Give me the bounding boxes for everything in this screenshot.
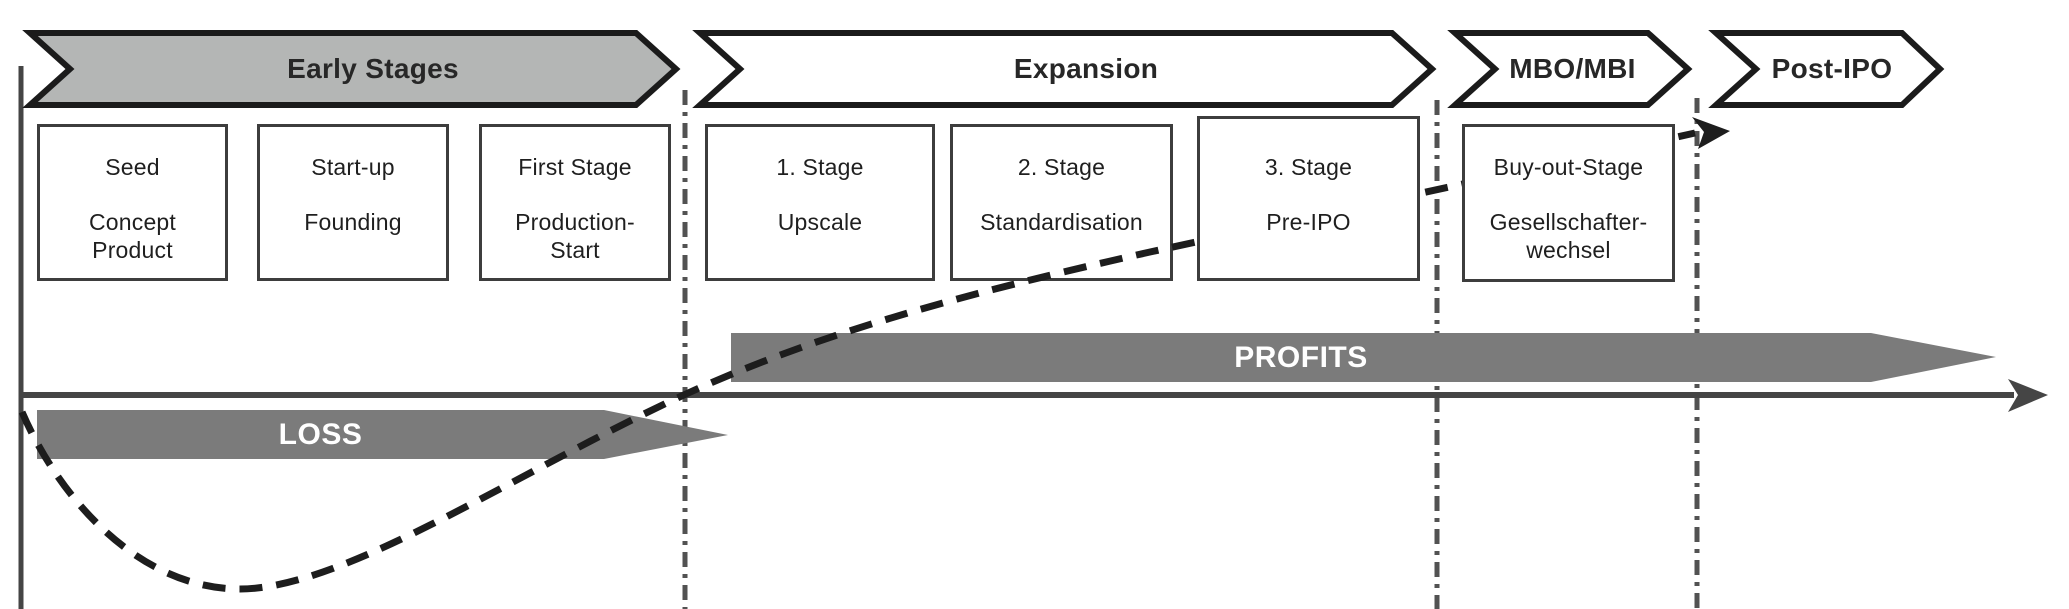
phase-label-expansion: Expansion <box>1013 53 1159 84</box>
phase-label-post-ipo: Post-IPO <box>1771 53 1893 84</box>
stage-title: 1. Stage <box>776 154 864 180</box>
phase-label-mbo-mbi: MBO/MBI <box>1509 53 1636 84</box>
stage-title: Seed <box>105 154 160 180</box>
loss-bar-label: LOSS <box>278 417 363 451</box>
stage-subtitle: Standardisation <box>980 209 1143 235</box>
stage-box-1-stage: 1. Stage Upscale <box>705 124 935 281</box>
phase-label-early-stages: Early Stages <box>287 53 459 84</box>
stage-title: 3. Stage <box>1264 154 1353 180</box>
stage-subtitle: Upscale <box>777 209 863 235</box>
stage-box-buy-out: Buy-out-Stage Gesellschafter- wechsel <box>1462 124 1675 282</box>
stage-title: First Stage <box>518 154 632 180</box>
stage-title: Buy-out-Stage <box>1493 154 1644 180</box>
stage-subtitle: Pre-IPO <box>1266 209 1351 235</box>
stage-title: 2. Stage <box>1017 154 1106 180</box>
profits-bar-label: PROFITS <box>1234 340 1368 374</box>
stage-subtitle: Gesellschafter- wechsel <box>1489 209 1648 263</box>
stage-subtitle: Concept Product <box>88 209 177 263</box>
stage-box-2-stage: 2. Stage Standardisation <box>950 124 1173 281</box>
x-axis-arrowhead-icon <box>2008 379 2048 412</box>
stage-box-first-stage: First Stage Production- Start <box>479 124 671 281</box>
growth-curve-arrowhead-icon <box>1692 117 1730 149</box>
stage-box-seed: Seed Concept Product <box>37 124 228 281</box>
stage-box-3-stage: 3. Stage Pre-IPO <box>1197 116 1420 281</box>
stage-subtitle: Production- Start <box>515 209 635 263</box>
stage-title: Start-up <box>311 154 395 180</box>
stage-subtitle: Founding <box>304 209 402 235</box>
stage-box-start-up: Start-up Founding <box>257 124 449 281</box>
